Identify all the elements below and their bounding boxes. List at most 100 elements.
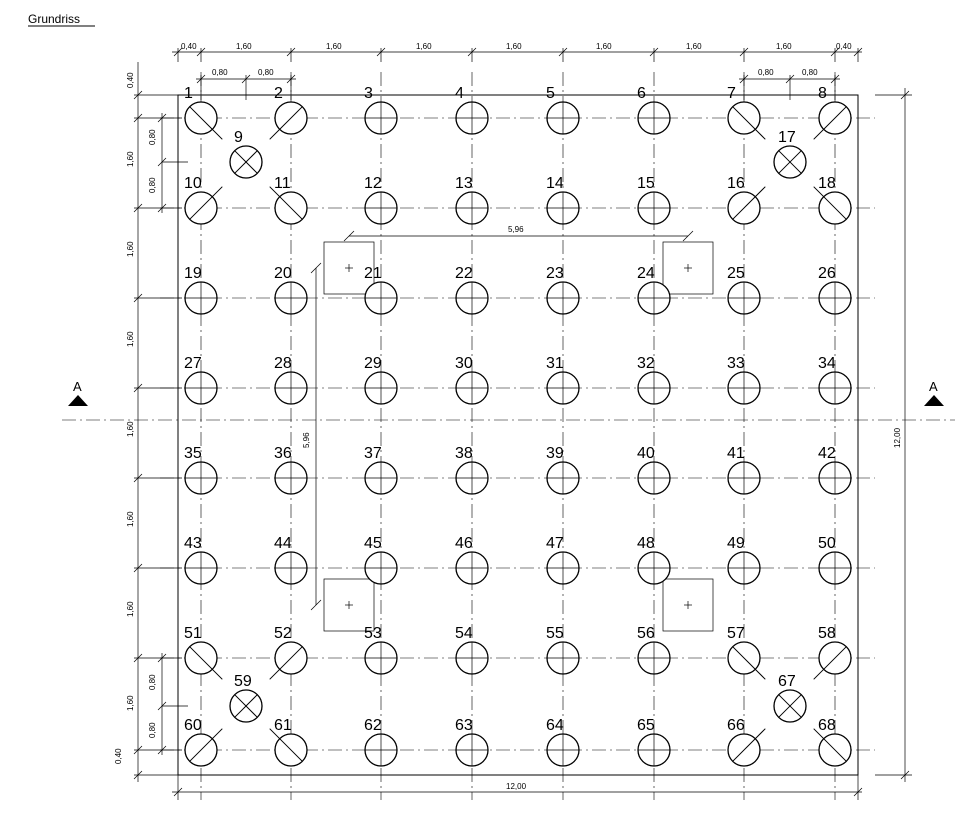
pile-52: 52 — [269, 625, 308, 680]
pile-label-32: 32 — [637, 355, 655, 372]
pile-40: 40 — [637, 445, 671, 495]
pile-16: 16 — [727, 175, 766, 225]
pile-label-39: 39 — [546, 445, 564, 462]
pile-18: 18 — [813, 175, 852, 225]
dim-left-0: 0,40 — [126, 72, 135, 88]
pile-7: 7 — [727, 85, 766, 140]
pile-57: 57 — [727, 625, 766, 680]
pile-incline-mark — [189, 186, 223, 220]
pile-label-10: 10 — [184, 175, 202, 192]
pile-43: 43 — [184, 535, 218, 585]
pile-label-25: 25 — [727, 265, 745, 282]
pile-35: 35 — [184, 445, 218, 495]
pile-68: 68 — [813, 717, 852, 767]
pile-62: 62 — [364, 717, 398, 767]
pile-25: 25 — [727, 265, 761, 315]
pile-56: 56 — [637, 625, 671, 675]
pile-label-18: 18 — [818, 175, 836, 192]
pile-44: 44 — [274, 535, 308, 585]
crossed-pile-x2 — [778, 694, 802, 718]
pile-incline-mark — [189, 106, 223, 140]
crossed-pile-x2 — [234, 150, 258, 174]
pile-8: 8 — [813, 85, 852, 140]
pile-26: 26 — [818, 265, 852, 315]
pile-22: 22 — [455, 265, 489, 315]
dim-left-6: 1,60 — [126, 601, 135, 617]
pile-1: 1 — [184, 85, 223, 140]
pile-label-24: 24 — [637, 265, 655, 282]
dim-left-3: 1,60 — [126, 331, 135, 347]
pile-label-47: 47 — [546, 535, 564, 552]
pile-28: 28 — [274, 355, 308, 405]
pile-38: 38 — [455, 445, 489, 495]
pile-label-52: 52 — [274, 625, 292, 642]
dim-left-sub-bottom-0: 0,80 — [148, 674, 157, 690]
pile-label-34: 34 — [818, 355, 836, 372]
pile-label-13: 13 — [455, 175, 473, 192]
pile-14: 14 — [546, 175, 580, 225]
crossed-pile-x2 — [234, 694, 258, 718]
pile-label-54: 54 — [455, 625, 473, 642]
pile-label-27: 27 — [184, 355, 202, 372]
pile-incline-mark — [269, 106, 303, 140]
pile-incline-mark — [269, 728, 303, 762]
dim-top-7: 1,60 — [776, 42, 792, 51]
pile-label-12: 12 — [364, 175, 382, 192]
pile-label-43: 43 — [184, 535, 202, 552]
dim-top-6: 1,60 — [686, 42, 702, 51]
pile-33: 33 — [727, 355, 761, 405]
crossed-pile-9: 9 — [229, 129, 263, 179]
pile-incline-mark — [813, 728, 847, 762]
pile-label-50: 50 — [818, 535, 836, 552]
pile-label-48: 48 — [637, 535, 655, 552]
pile-label-1: 1 — [184, 85, 193, 102]
dim-inner-vertical: 5,96 — [302, 432, 311, 448]
pile-36: 36 — [274, 445, 308, 495]
inner-dim-tick-0 — [343, 230, 355, 242]
pile-24: 24 — [637, 265, 671, 315]
pile-41: 41 — [727, 445, 761, 495]
pile-5: 5 — [546, 85, 580, 135]
crossed-pile-label-67: 67 — [778, 673, 796, 690]
dimension-lines — [133, 47, 912, 800]
pile-6: 6 — [637, 85, 671, 135]
pile-20: 20 — [274, 265, 308, 315]
pile-53: 53 — [364, 625, 398, 675]
pile-32: 32 — [637, 355, 671, 405]
pile-label-19: 19 — [184, 265, 202, 282]
pile-19: 19 — [184, 265, 218, 315]
dim-sub-left-bottom-tick-2 — [157, 745, 167, 755]
pile-50: 50 — [818, 535, 852, 585]
pile-label-11: 11 — [274, 175, 291, 192]
pile-label-56: 56 — [637, 625, 655, 642]
pile-13: 13 — [455, 175, 489, 225]
pile-49: 49 — [727, 535, 761, 585]
pile-label-66: 66 — [727, 717, 745, 734]
dim-left-4: 1,60 — [126, 421, 135, 437]
dim-top-8: 0,40 — [836, 42, 852, 51]
crossed-pile-label-9: 9 — [234, 129, 243, 146]
pile-label-16: 16 — [727, 175, 745, 192]
pile-label-38: 38 — [455, 445, 473, 462]
inner-frame — [310, 230, 714, 632]
pile-incline-mark — [732, 106, 766, 140]
pile-label-22: 22 — [455, 265, 473, 282]
pile-label-45: 45 — [364, 535, 382, 552]
pile-incline-mark — [813, 106, 847, 140]
section-marker-left: A — [68, 379, 88, 406]
pile-65: 65 — [637, 717, 671, 767]
pile-label-55: 55 — [546, 625, 564, 642]
pile-21: 21 — [364, 265, 398, 315]
section-marker-left-label: A — [73, 379, 82, 394]
pile-4: 4 — [455, 85, 489, 135]
pile-incline-mark — [189, 728, 223, 762]
pile-66: 66 — [727, 717, 766, 767]
pile-incline-mark — [813, 186, 847, 220]
pile-label-23: 23 — [546, 265, 564, 282]
support-plate-2 — [323, 578, 375, 632]
pile-label-63: 63 — [455, 717, 473, 734]
pile-label-4: 4 — [455, 85, 464, 102]
pile-51: 51 — [184, 625, 223, 680]
pile-55: 55 — [546, 625, 580, 675]
